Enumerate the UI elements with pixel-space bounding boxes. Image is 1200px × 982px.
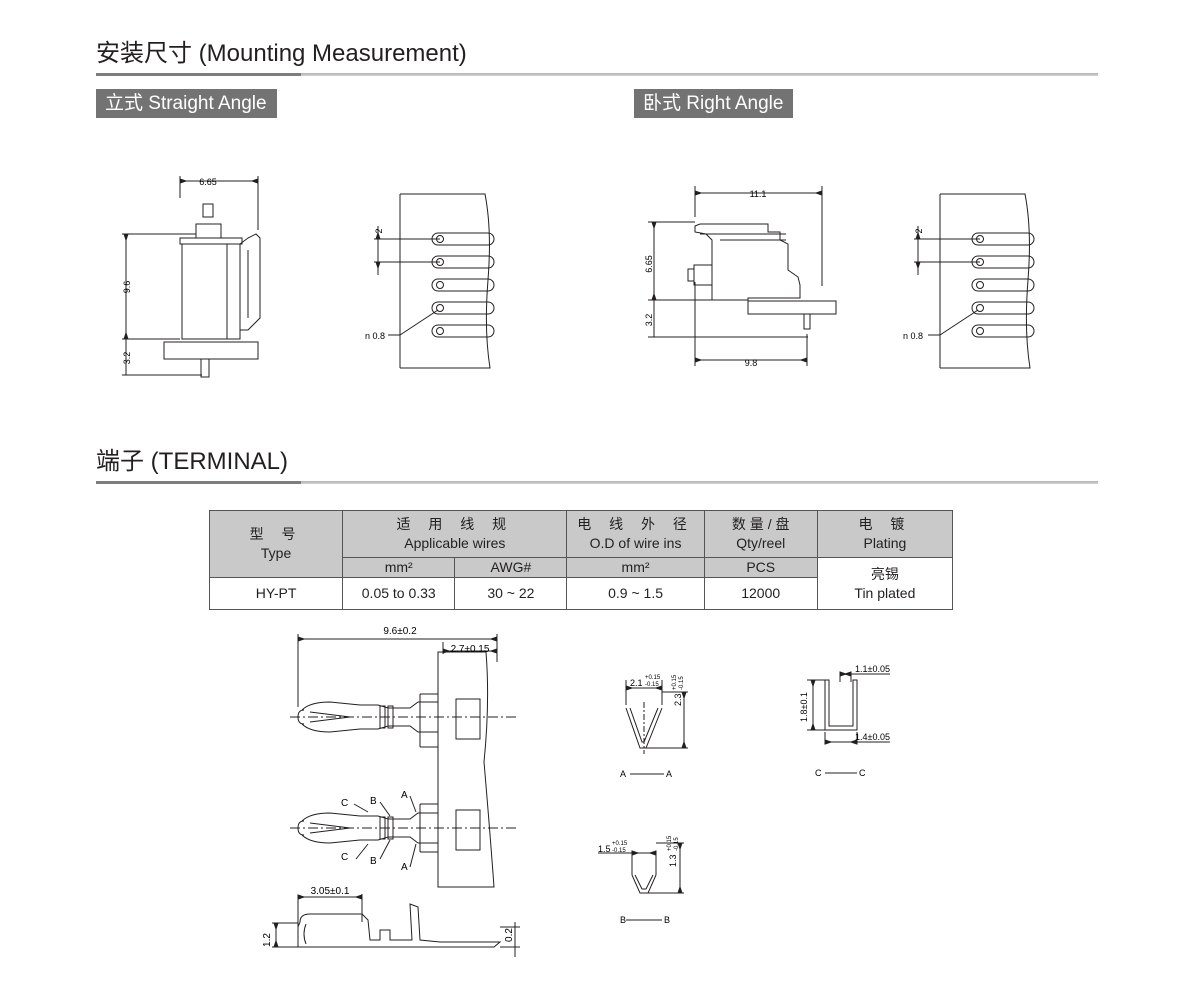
terminal-tab-length: 2.7±0.15 (451, 644, 490, 655)
right-pin-label: 3.2 (644, 314, 654, 327)
straight-width-label: 6.65 (199, 177, 217, 187)
subheader-pcs: PCS (703, 557, 818, 578)
section-b-caption-right: B (664, 915, 670, 925)
section-a-a: 2.1 +0.15 -0.15 2.3 +0.15 -0.15 A A (620, 674, 688, 779)
label-b-top: B (370, 796, 377, 807)
right-angle-side-view: 11.1 6.65 3.2 9.8 (644, 186, 837, 368)
section-a-caption-right: A (666, 769, 672, 779)
terminal-crimp-length: 3.05±0.1 (311, 886, 350, 897)
section-b-height-tol-up: +0.15 (667, 835, 673, 851)
section-c-bottom: 1.4±0.05 (855, 732, 890, 742)
section-a-height-tol-up: +0.15 (672, 674, 678, 690)
right-height-label: 6.65 (644, 255, 654, 273)
label-c-bottom: C (341, 852, 348, 863)
right-pitch-label: 2 (914, 228, 924, 233)
section-b-caption-left: B (620, 915, 626, 925)
section-title-mounting: 安装尺寸 (Mounting Measurement) (96, 40, 467, 67)
section-a-caption-left: A (620, 769, 626, 779)
right-angle-pcb-layout: 2 n 0.8 (903, 193, 1035, 369)
section-a-width: 2.1 (630, 678, 643, 688)
label-a-bottom: A (401, 862, 408, 873)
section-c-top: 1.1±0.05 (855, 664, 890, 674)
label-c-top: C (341, 798, 348, 809)
section-rule-mounting (96, 73, 1098, 76)
section-a-height-tol-dn: -0.15 (679, 676, 685, 690)
section-c-height: 1.8±0.1 (799, 692, 809, 722)
tag-straight-angle: 立式 Straight Angle (96, 89, 277, 118)
cell-type: HY-PT (208, 577, 344, 610)
subheader-mm2: mm² (342, 557, 456, 578)
label-a-top: A (401, 790, 408, 801)
section-rule-terminal (96, 481, 1098, 484)
section-b-height: 1.3 (668, 854, 678, 867)
section-c-c: 1.1±0.05 1.8±0.1 1.4±0.05 C C (799, 664, 890, 778)
right-length-label: 11.1 (750, 189, 767, 199)
section-a-width-tol-dn: -0.15 (645, 682, 659, 688)
subheader-od-mm2: mm² (566, 557, 705, 578)
straight-pin-label: 3.2 (122, 352, 132, 365)
subheader-awg: AWG# (454, 557, 568, 578)
section-a-height: 2.3 (673, 693, 683, 706)
straight-angle-pcb-layout: 2 n 0.8 (365, 193, 495, 369)
right-hole-label: n 0.8 (903, 331, 923, 341)
cell-pcs: 12000 (703, 577, 818, 610)
straight-hole-label: n 0.8 (365, 331, 385, 341)
tag-right-angle: 卧式 Right Angle (634, 89, 794, 118)
cell-mm2: 0.05 to 0.33 (342, 577, 456, 610)
straight-angle-side-view: 6.65 9.6 3.2 (122, 176, 261, 378)
straight-pitch-label: 2 (374, 228, 384, 233)
section-b-b: 1.5 +0.15 -0.15 1.3 +0.15 -0.15 B B (598, 835, 684, 925)
terminal-thickness: 0.2 (504, 928, 515, 942)
terminal-height: 1.2 (262, 933, 273, 947)
section-a-width-tol-up: +0.15 (645, 675, 661, 681)
cell-awg: 30 ~ 22 (454, 577, 568, 610)
cell-od: 0.9 ~ 1.5 (566, 577, 705, 610)
section-b-height-tol-dn: -0.15 (674, 837, 680, 851)
straight-height-label: 9.6 (122, 281, 132, 294)
section-c-caption-left: C (815, 768, 822, 778)
section-b-width-tol-up: +0.15 (612, 841, 628, 847)
section-c-caption-right: C (859, 768, 866, 778)
label-b-bottom: B (370, 856, 377, 867)
section-title-terminal: 端子 (TERMINAL) (96, 448, 288, 475)
terminal-strip-drawing: 9.6±0.2 2.7±0.15 3.05±0.1 1.2 0.2 A B C … (262, 626, 520, 957)
right-base-label: 9.8 (745, 358, 758, 368)
section-b-width: 1.5 (598, 844, 611, 854)
terminal-total-length: 9.6±0.2 (383, 626, 417, 637)
section-b-width-tol-dn: -0.15 (612, 848, 626, 854)
